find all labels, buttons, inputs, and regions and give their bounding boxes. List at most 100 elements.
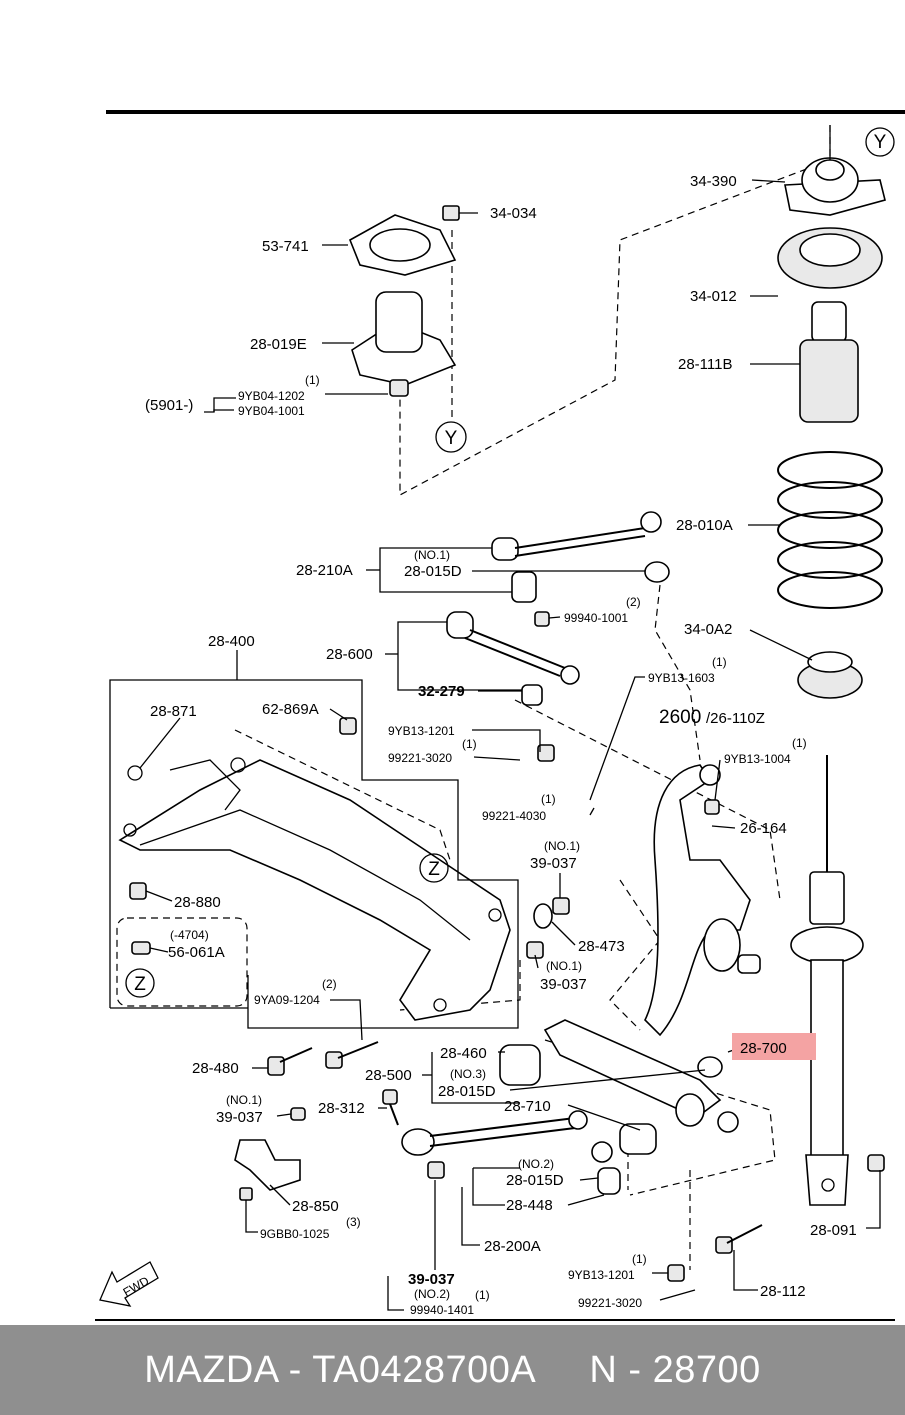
label-28-400: 28-400 xyxy=(208,633,255,650)
nut-34-034 xyxy=(442,205,460,221)
label-28-200a: 28-200A xyxy=(484,1238,541,1255)
label-28-473: 28-473 xyxy=(578,938,625,955)
footer-gap xyxy=(534,1349,589,1391)
label-56-061a: 56-061A xyxy=(168,944,225,961)
label-28-112: 28-112 xyxy=(760,1283,806,1300)
bump-stop-part xyxy=(799,301,859,423)
label-28-091: 28-091 xyxy=(810,1222,857,1239)
forward-arrow: FWD xyxy=(99,1261,159,1307)
coil-spring-part xyxy=(777,451,883,609)
label-28-500: 28-500 xyxy=(365,1067,412,1084)
label-39-037-a: 39-037 xyxy=(530,855,577,872)
marker-y-mid: Y xyxy=(435,421,467,453)
label-9yb04-1001: 9YB04-1001 xyxy=(238,404,305,418)
marker-z-mid: Z xyxy=(419,853,449,883)
bracket-28-850 xyxy=(234,1139,301,1191)
label-26-110z: /26-110Z xyxy=(706,710,765,727)
leader-lines xyxy=(139,179,881,1311)
svg-text:Y: Y xyxy=(874,132,887,153)
footer-separator: - xyxy=(277,1348,313,1391)
knuckle-part xyxy=(644,764,761,1037)
label-qty-1-c: (1) xyxy=(462,737,477,751)
footer-part-number: TA0428700A xyxy=(312,1348,535,1391)
label-99221-3020-b: 99221-3020 xyxy=(578,1296,642,1310)
label-qty-1-b: (1) xyxy=(712,655,727,669)
label-26-164: 26-164 xyxy=(740,820,787,837)
crossmember-frame xyxy=(109,679,519,1029)
link-28-210a xyxy=(491,511,670,627)
footer-ref: N - 28700 xyxy=(589,1348,761,1391)
label-9yb13-1603: 9YB13-1603 xyxy=(648,671,715,685)
label-28-312: 28-312 xyxy=(318,1100,365,1117)
svg-text:Z: Z xyxy=(134,974,146,995)
marker-y-top: Y xyxy=(865,127,895,157)
label-qty-1-g: (1) xyxy=(475,1288,490,1302)
link-28-710 xyxy=(401,1110,621,1195)
label-99221-4030: 99221-4030 xyxy=(482,809,546,823)
label-28-111b: 28-111B xyxy=(678,356,733,373)
label-28-015d-b: 28-015D xyxy=(438,1083,496,1100)
label-28-480: 28-480 xyxy=(192,1060,239,1077)
label-28-710: 28-710 xyxy=(504,1098,551,1115)
label-28-850: 28-850 xyxy=(292,1198,339,1215)
label-39-037-c: 39-037 xyxy=(216,1109,263,1126)
label-no2-a: (NO.2) xyxy=(518,1157,554,1171)
label-34-0a2: 34-0A2 xyxy=(684,621,732,638)
label-qty-2-a: (2) xyxy=(626,595,641,609)
svg-text:Y: Y xyxy=(445,428,458,449)
spring-seat-part xyxy=(797,651,863,699)
label-qty-1-a: (1) xyxy=(305,373,320,387)
link-28-600 xyxy=(446,611,580,762)
label-qty-1-e: (1) xyxy=(541,792,556,806)
label-62-869a: 62-869A xyxy=(262,701,319,718)
label-28-019e: 28-019E xyxy=(250,336,307,353)
label-39-037-d: 39-037 xyxy=(408,1271,455,1288)
label-99940-1401: 99940-1401 xyxy=(410,1303,474,1317)
footer-brand: MAZDA xyxy=(144,1348,278,1391)
label-99940-1001: 99940-1001 xyxy=(564,611,628,625)
label-39-037-b: 39-037 xyxy=(540,976,587,993)
upper-mount-part xyxy=(351,291,457,397)
footer-caption: MAZDA - TA0428700A N - 28700 xyxy=(144,1349,761,1392)
label-53-741: 53-741 xyxy=(262,238,309,255)
label-no1-c: (NO.1) xyxy=(546,959,582,973)
suspension-parts-diagram: Y Y xyxy=(95,110,905,1321)
gasket-part xyxy=(348,214,457,276)
svg-text:Z: Z xyxy=(428,859,440,880)
bolts xyxy=(239,1041,885,1282)
label-4704: (-4704) xyxy=(170,928,209,942)
marker-z-box: Z xyxy=(125,941,155,998)
label-5901: (5901-) xyxy=(145,397,193,414)
label-34-012: 34-012 xyxy=(690,288,737,305)
part-labels: 34-390 34-034 53-741 34-012 28-019E 28-1… xyxy=(145,173,857,1317)
label-28-010a: 28-010A xyxy=(676,517,733,534)
lower-arm-28-500 xyxy=(499,1019,739,1155)
label-9yb13-1201-a: 9YB13-1201 xyxy=(388,724,455,738)
label-28-210a: 28-210A xyxy=(296,562,353,579)
label-2600: 2600 xyxy=(659,707,701,728)
label-28-880: 28-880 xyxy=(174,894,221,911)
label-qty-1-d: (1) xyxy=(792,736,807,750)
label-no2-b: (NO.2) xyxy=(414,1287,450,1301)
bearing-part xyxy=(777,227,883,289)
label-no1-d: (NO.1) xyxy=(226,1093,262,1107)
highlight-28-700 xyxy=(732,1033,816,1060)
label-32-279: 32-279 xyxy=(418,683,465,700)
label-28-600: 28-600 xyxy=(326,646,373,663)
label-qty-2-b: (2) xyxy=(322,977,337,991)
label-99221-3020-a: 99221-3020 xyxy=(388,751,452,765)
label-28-700: 28-700 xyxy=(740,1040,787,1057)
crossmember-part xyxy=(118,717,511,1021)
label-9ya09-1204: 9YA09-1204 xyxy=(254,993,320,1007)
label-no3: (NO.3) xyxy=(450,1067,486,1081)
label-34-034: 34-034 xyxy=(490,205,537,222)
label-28-871: 28-871 xyxy=(150,703,197,720)
label-9yb04-1202: 9YB04-1202 xyxy=(238,389,305,403)
label-9yb13-1201-b: 9YB13-1201 xyxy=(568,1268,635,1282)
label-28-460: 28-460 xyxy=(440,1045,487,1062)
label-no1-b: (NO.1) xyxy=(544,839,580,853)
label-qty-1-f: (1) xyxy=(632,1252,647,1266)
bushing-28-473 xyxy=(526,897,570,959)
label-28-448: 28-448 xyxy=(506,1197,553,1214)
label-9yb13-1004: 9YB13-1004 xyxy=(724,752,791,766)
